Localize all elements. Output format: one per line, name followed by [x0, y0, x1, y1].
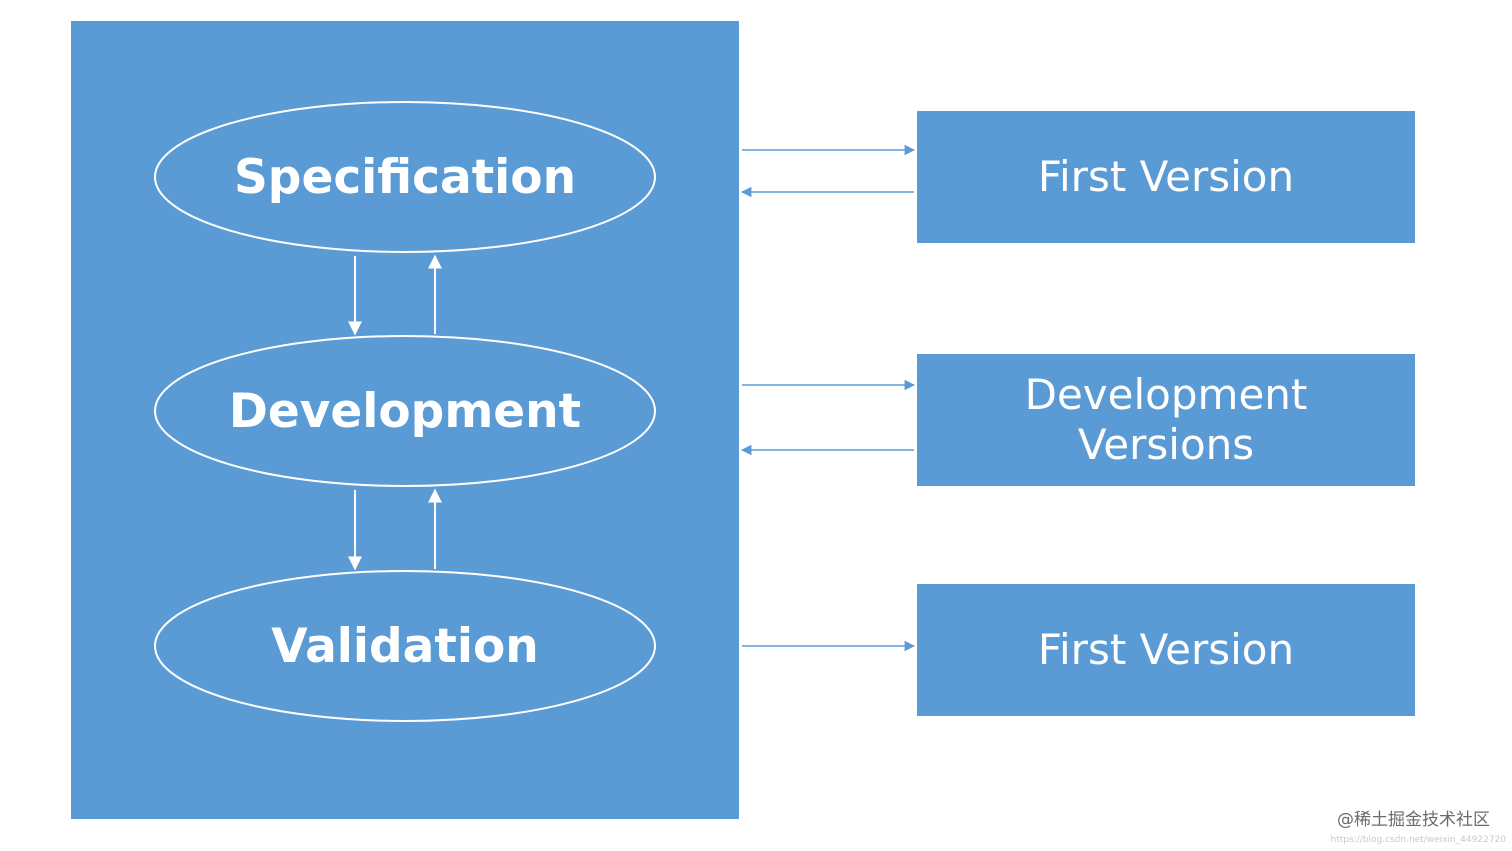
development-label: Development [228, 384, 582, 439]
process-panel [71, 21, 739, 819]
final-version-box: First Version [917, 584, 1415, 716]
first-version-label: First Version [1037, 151, 1295, 201]
development-versions-label: Development Versions [1024, 369, 1308, 469]
final-version-label: First Version [1037, 624, 1295, 674]
validation-label: Validation [271, 619, 539, 674]
development-ellipse [154, 335, 656, 487]
watermark-url: https://blog.csdn.net/weixin_44922720 [1330, 835, 1506, 845]
validation-ellipse [154, 570, 656, 722]
first-version-box: First Version [917, 111, 1415, 243]
development-versions-box: Development Versions [917, 354, 1415, 486]
watermark-text: @稀土掘金技术社区 [1337, 810, 1490, 830]
specification-ellipse [154, 101, 656, 253]
specification-label: Specification [233, 150, 577, 205]
